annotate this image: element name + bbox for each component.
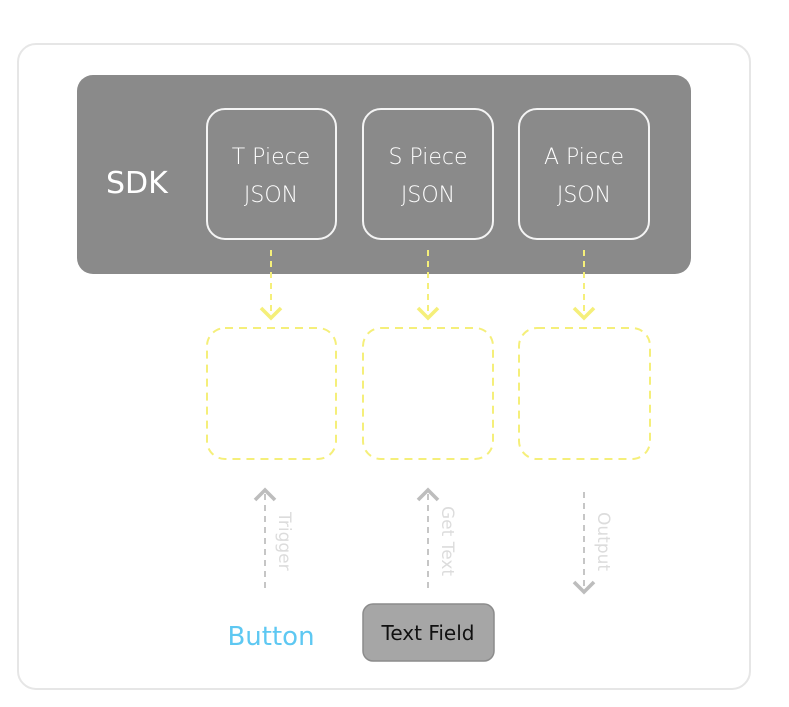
a-piece-format: JSON bbox=[557, 183, 611, 208]
s-piece-box: S Piece JSON bbox=[362, 108, 494, 240]
trigger-label: Trigger bbox=[274, 511, 294, 571]
get-text-label: Get Text bbox=[437, 506, 457, 576]
t-piece-box: T Piece JSON bbox=[206, 108, 337, 240]
a-piece-box: A Piece JSON bbox=[518, 108, 650, 240]
text-field-label: Text Field bbox=[381, 621, 475, 645]
t-piece-label: T Piece bbox=[232, 145, 311, 170]
a-piece-label: A Piece bbox=[544, 145, 624, 170]
output-label: Output bbox=[593, 512, 613, 571]
t-piece-format: JSON bbox=[244, 183, 298, 208]
text-field-component[interactable]: Text Field bbox=[362, 603, 495, 662]
sdk-container: SDK T Piece JSON S Piece JSON A Piece JS… bbox=[77, 75, 691, 274]
sdk-box bbox=[77, 75, 691, 274]
t-slot bbox=[206, 327, 337, 460]
button-component[interactable]: Button bbox=[227, 622, 314, 652]
s-slot bbox=[362, 327, 494, 460]
a-slot bbox=[518, 327, 651, 460]
s-piece-format: JSON bbox=[401, 183, 455, 208]
sdk-label: SDK bbox=[106, 166, 169, 201]
s-piece-label: S Piece bbox=[388, 145, 467, 170]
